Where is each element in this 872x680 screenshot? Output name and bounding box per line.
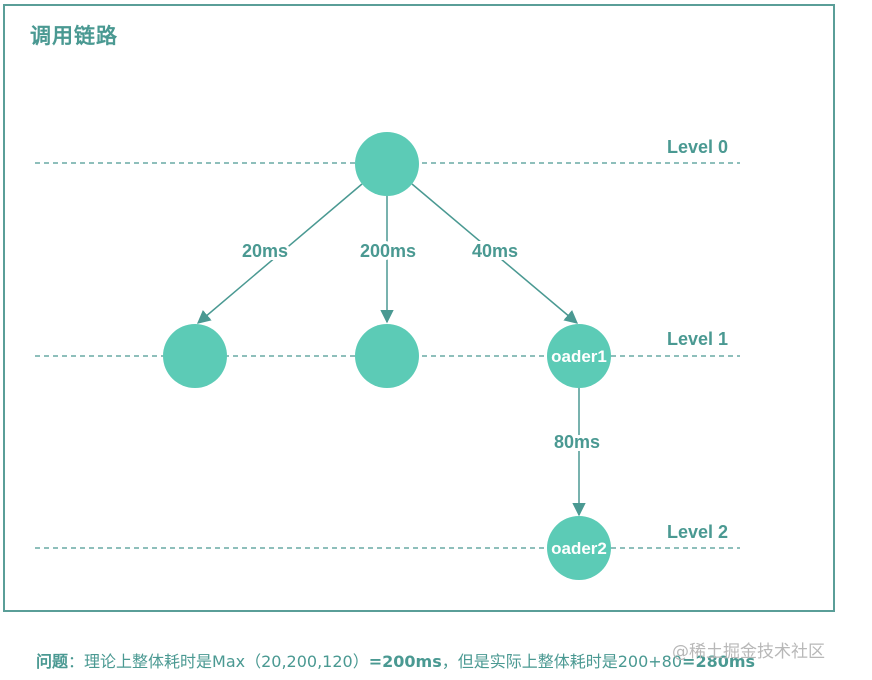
edge-label-200ms: 200ms [360, 241, 416, 261]
level-2-label: Level 2 [667, 522, 728, 542]
diagram-title: 调用链路 [30, 24, 118, 48]
node-root [355, 132, 419, 196]
diagram-frame [3, 4, 835, 612]
footnote-colon: ： [68, 652, 85, 671]
node-loader1 [547, 324, 611, 388]
footnote-prefix: 问题 [36, 652, 69, 671]
edge-label-80ms: 80ms [554, 432, 600, 452]
level-0-label: Level 0 [667, 137, 728, 157]
footnote-text-1: 理论上整体耗时是Max（20,200,120） [84, 652, 369, 671]
footnote-value-2: =280ms [682, 652, 756, 671]
footnote: 问题：理论上整体耗时是Max（20,200,120）=200ms，但是实际上整体… [36, 648, 755, 672]
node-loader2-label: oader2 [551, 539, 607, 558]
node-middle [355, 324, 419, 388]
node-loader2 [547, 516, 611, 580]
node-loader1-label: oader1 [551, 347, 607, 366]
watermark: @稀土掘金技术社区 [672, 642, 825, 662]
edge-root-left [196, 183, 363, 324]
edge-label-40ms: 40ms [472, 241, 518, 261]
footnote-value-1: =200ms [368, 652, 442, 671]
edge-root-loader1 [411, 183, 579, 324]
edge-label-20ms: 20ms [242, 241, 288, 261]
level-1-label: Level 1 [667, 329, 728, 349]
node-left [163, 324, 227, 388]
footnote-text-2: ，但是实际上整体耗时是200+80 [441, 652, 683, 671]
